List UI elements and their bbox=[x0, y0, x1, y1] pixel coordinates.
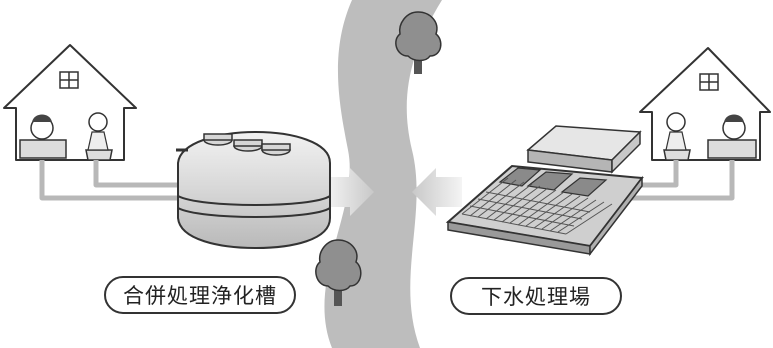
right-house bbox=[639, 47, 771, 161]
tree-top bbox=[395, 11, 442, 74]
sewage-treatment-plant bbox=[445, 125, 644, 257]
septic-tank-label: 合併処理浄化槽 bbox=[104, 276, 296, 314]
tree-bottom bbox=[315, 239, 362, 306]
sewage-plant-label: 下水処理場 bbox=[450, 277, 622, 315]
person-toilet-icon bbox=[88, 112, 108, 132]
septic-tank bbox=[176, 130, 331, 250]
person-toilet-icon bbox=[666, 112, 686, 132]
left-house bbox=[3, 44, 137, 161]
arrow-left-into-river bbox=[412, 168, 462, 216]
left-pipes bbox=[39, 160, 190, 201]
arrow-right-into-river bbox=[326, 168, 374, 216]
